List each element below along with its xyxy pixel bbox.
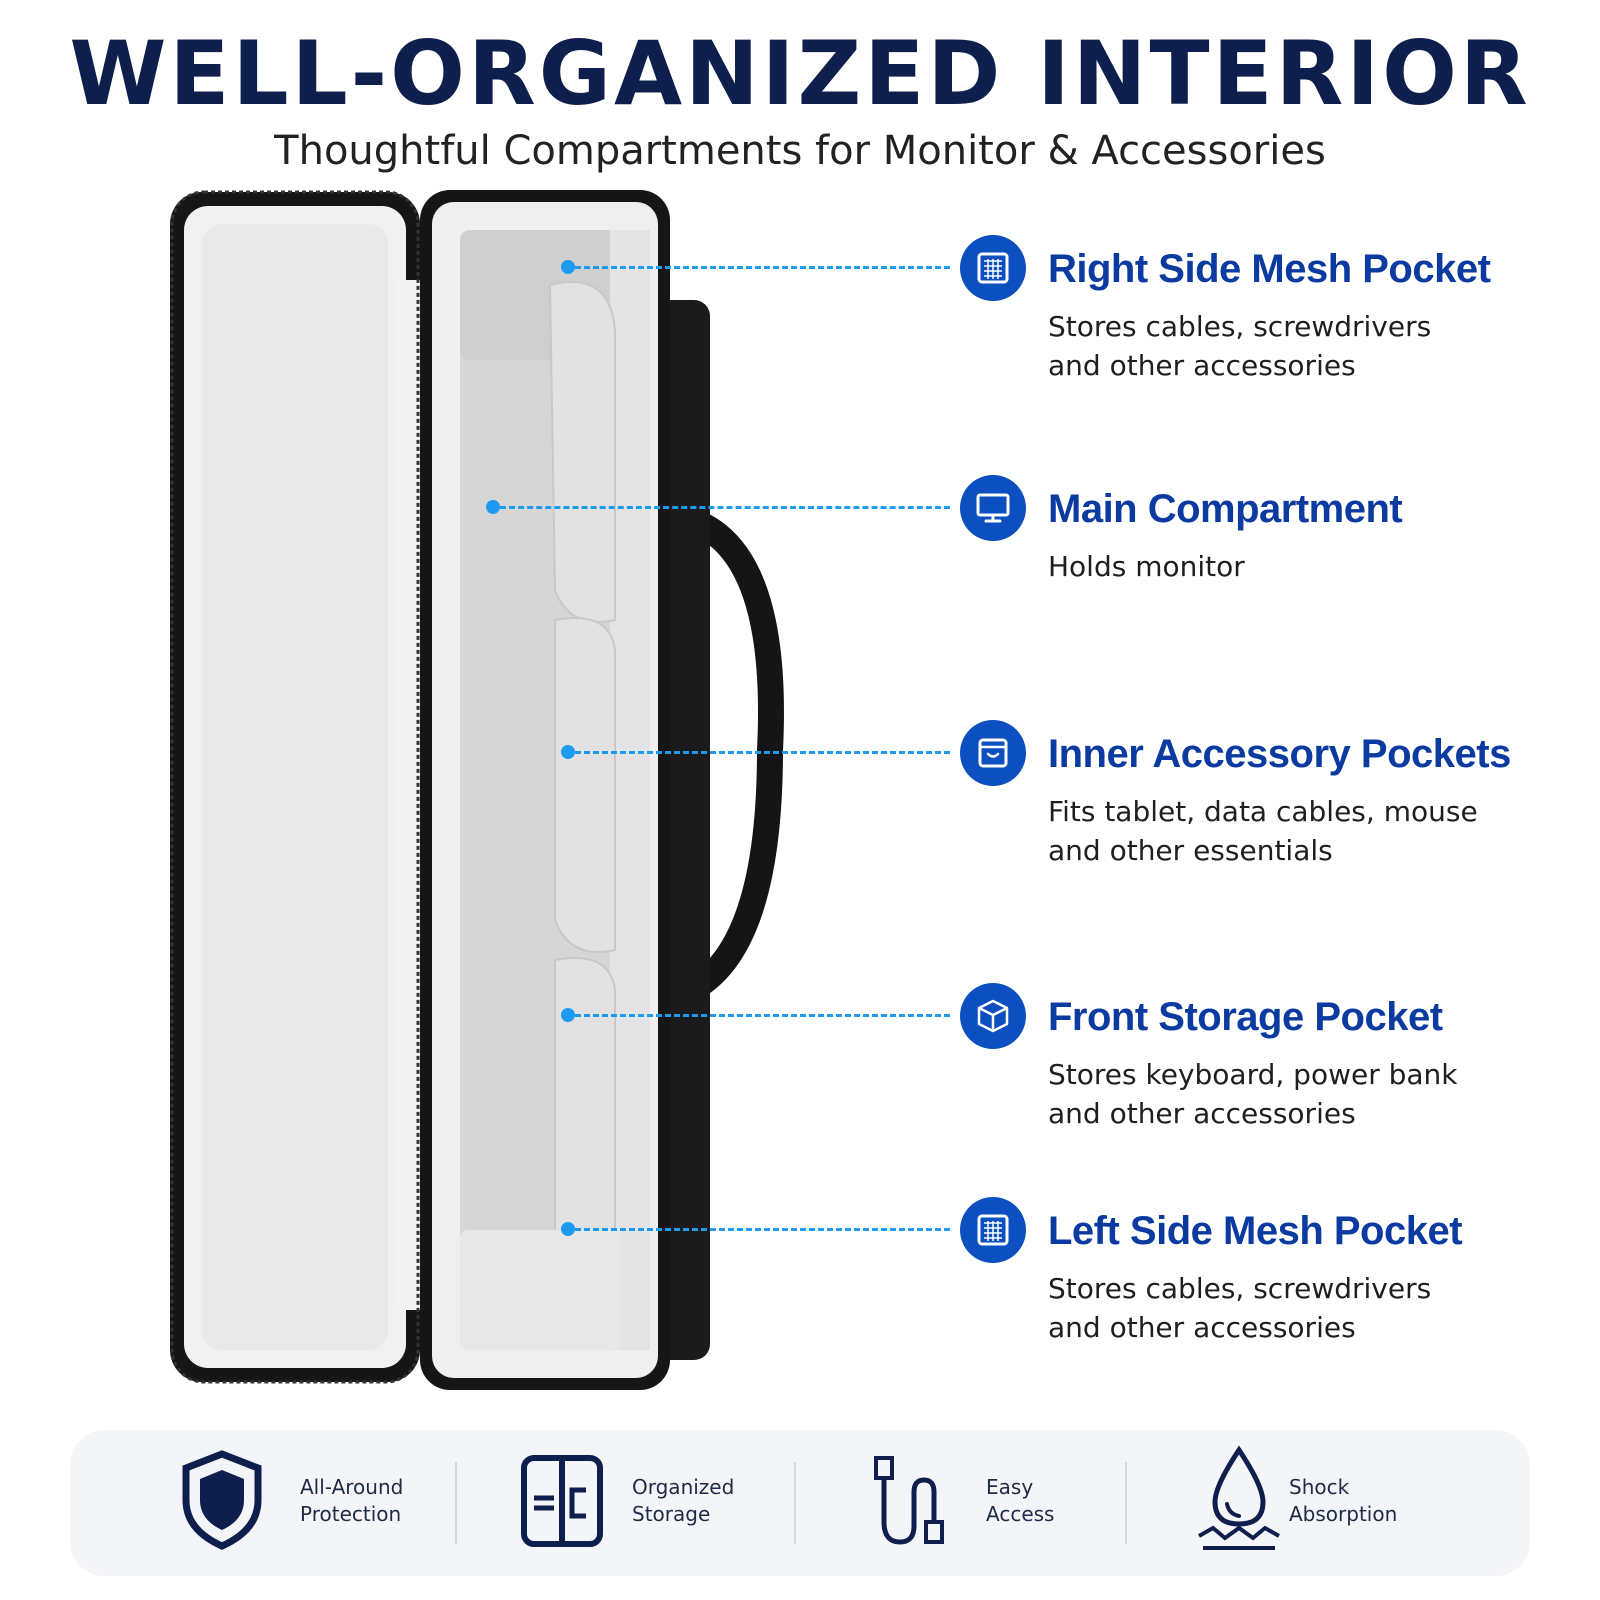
leader-dot [561,260,575,274]
page-subtitle: Thoughtful Compartments for Monitor & Ac… [274,128,1326,174]
box-icon [960,983,1026,1049]
leader-dot [561,745,575,759]
callout-left-side-mesh-pocket: Left Side Mesh Pocket Stores cables, scr… [0,1197,1600,1347]
mesh-pocket-icon [960,235,1026,301]
leader-line [575,751,950,754]
feature-divider [1125,1462,1127,1544]
callout-title: Right Side Mesh Pocket [1048,247,1491,291]
usb-cable-icon [870,1452,950,1556]
leader-dot [561,1008,575,1022]
callout-title: Main Compartment [1048,487,1403,531]
leader-line [575,266,950,269]
leader-line [500,506,950,509]
water-drop-icon [1195,1444,1283,1558]
callout-right-side-mesh-pocket: Right Side Mesh Pocket Stores cables, sc… [0,235,1600,385]
leader-line [575,1014,950,1017]
callout-title: Left Side Mesh Pocket [1048,1209,1463,1253]
monitor-icon [960,475,1026,541]
callout-description: Holds monitor [1048,550,1245,583]
callout-inner-accessory-pockets: Inner Accessory Pockets Fits tablet, dat… [0,720,1600,870]
leader-dot [486,500,500,514]
leader-line [575,1228,950,1231]
shield-icon [180,1450,264,1554]
callout-main-compartment: Main Compartment Holds monitor [0,475,1600,625]
page-title: WELL-ORGANIZED INTERIOR [69,22,1531,125]
callout-title: Front Storage Pocket [1048,995,1443,1039]
bag-illustration [170,190,810,1420]
leader-dot [561,1222,575,1236]
callout-title: Inner Accessory Pockets [1048,732,1511,776]
feature-divider [794,1462,796,1544]
feature-divider [455,1462,457,1544]
mesh-pocket-icon [960,1197,1026,1263]
callout-front-storage-pocket: Front Storage Pocket Stores keyboard, po… [0,983,1600,1133]
compartments-icon [520,1454,604,1552]
pocket-icon [960,720,1026,786]
